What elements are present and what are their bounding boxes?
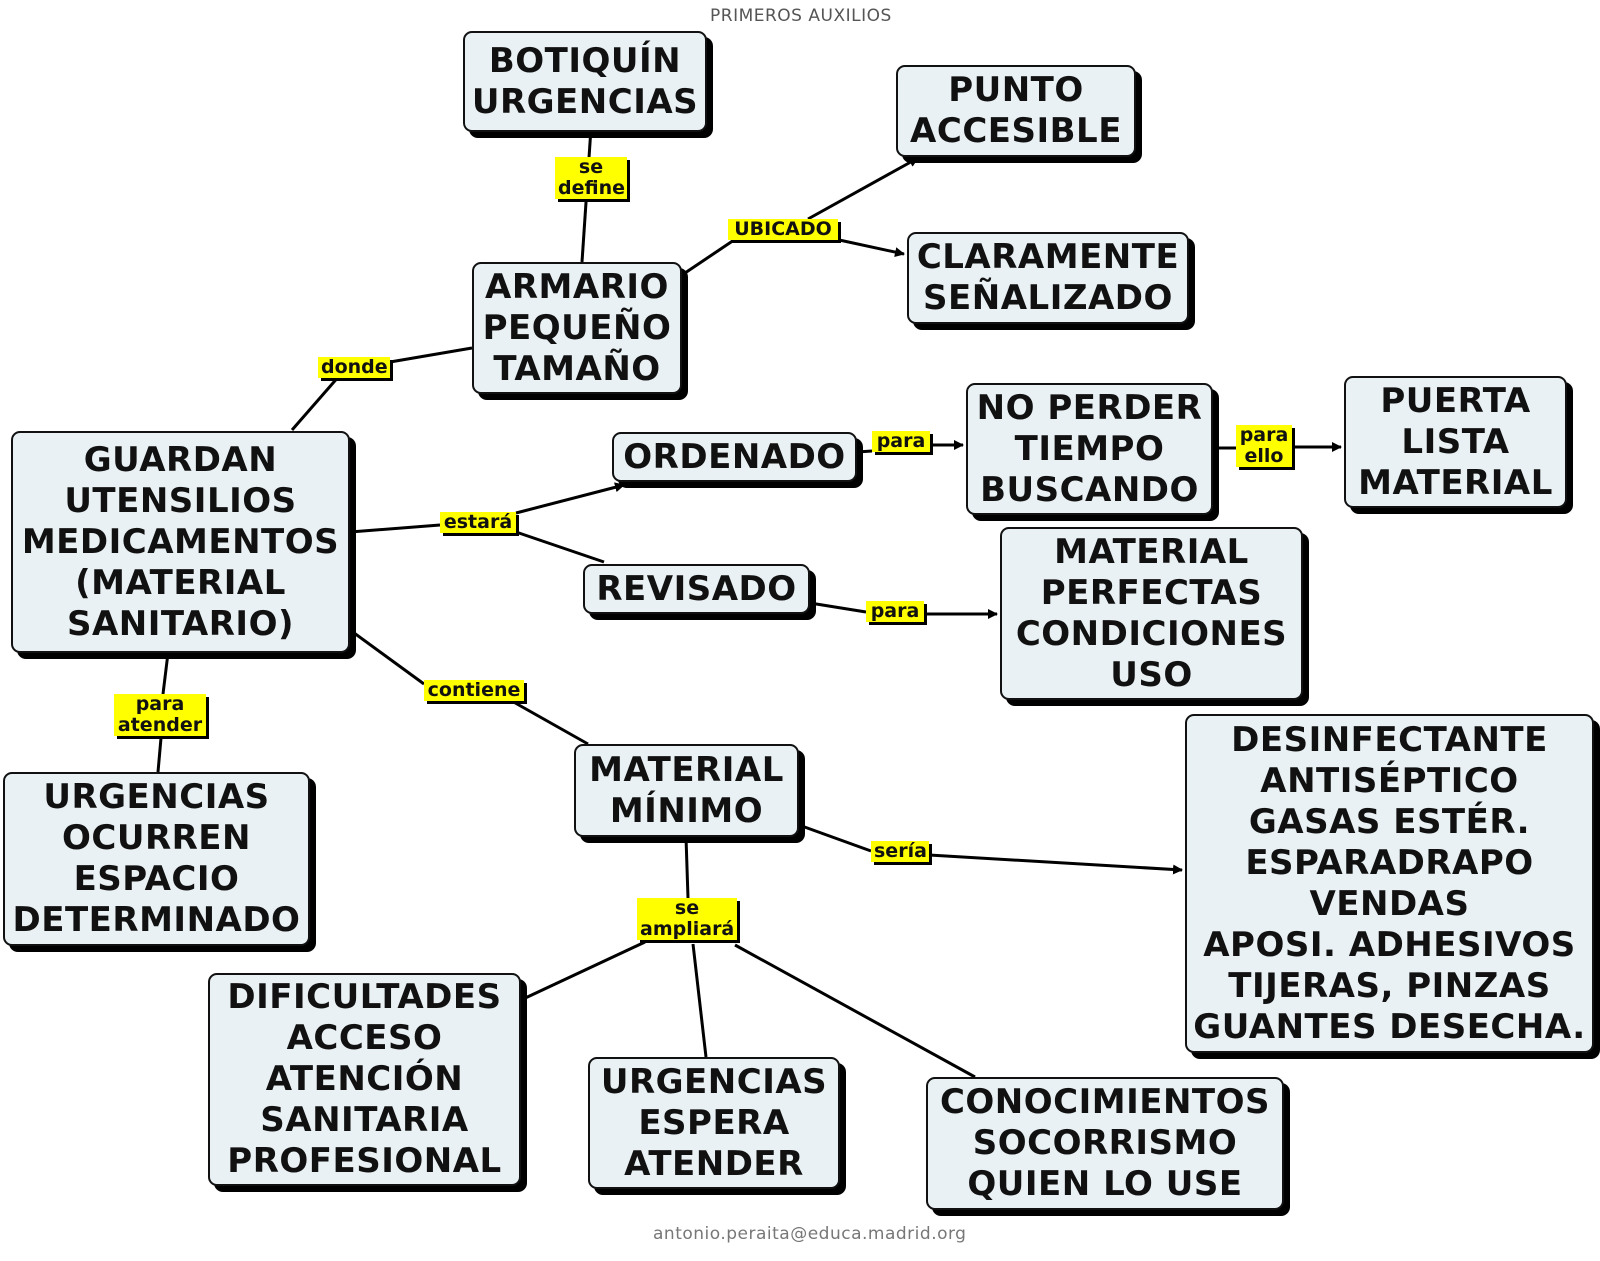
edge-guardan-estara: [349, 523, 441, 534]
link-label-donde: donde: [318, 357, 390, 378]
node-ordenado[interactable]: ORDENADO: [612, 432, 857, 482]
edge-contiene-material: [509, 698, 589, 746]
node-conocimientos-socorrismo[interactable]: CONOCIMIENTOS SOCORRISMO QUIEN LO USE: [926, 1077, 1284, 1210]
edge-estara-revisado: [515, 530, 605, 564]
node-material-minimo[interactable]: MATERIAL MÍNIMO: [574, 744, 799, 837]
link-label-se-define: se define: [555, 157, 627, 199]
node-botiquin-urgencias[interactable]: BOTIQUÍN URGENCIAS: [463, 31, 707, 132]
link-label-estara: estará: [440, 512, 516, 533]
link-label-para-ello: para ello: [1236, 425, 1292, 467]
edge-estara-ordenado: [515, 482, 625, 515]
edge-guardan-contiene: [349, 628, 425, 686]
author-email: antonio.peraita@educa.madrid.org: [653, 1224, 967, 1244]
edge-ubicado-claramente: [829, 236, 905, 257]
node-material-perfectas-condiciones[interactable]: MATERIAL PERFECTAS CONDICIONES USO: [1000, 527, 1303, 700]
node-guardan-utensilios[interactable]: GUARDAN UTENSILIOS MEDICAMENTOS (MATERIA…: [11, 431, 350, 653]
edge-seampliara-conocimientos: [734, 943, 976, 1079]
edge-seria-lista: [928, 853, 1183, 875]
link-label-contiene: contiene: [424, 680, 524, 701]
edge-ubicado-punto: [807, 156, 919, 221]
node-dificultades-acceso[interactable]: DIFICULTADES ACCESO ATENCIÓN SANITARIA P…: [208, 973, 521, 1186]
link-label-ubicado: UBICADO: [728, 219, 838, 240]
edge-donde-armario: [389, 346, 473, 364]
edge-guardan-donde: [290, 374, 342, 431]
edge-seampliara-dificultades: [520, 940, 646, 1002]
link-label-se-ampliara: se ampliará: [637, 898, 737, 940]
map-title: PRIMEROS AUXILIOS: [710, 6, 892, 26]
node-revisado[interactable]: REVISADO: [583, 564, 810, 614]
edge-paraatender-urgencias: [156, 737, 163, 773]
edge-armario-ubicado: [681, 234, 741, 277]
node-urgencias-ocurren[interactable]: URGENCIAS OCURREN ESPACIO DETERMINADO: [3, 772, 310, 946]
edge-ordenado-para: [856, 449, 873, 454]
node-puerta-lista-material[interactable]: PUERTA LISTA MATERIAL: [1344, 376, 1567, 508]
node-armario-pequeno[interactable]: ARMARIO PEQUEÑO TAMAÑO: [472, 262, 682, 394]
link-label-para-ordenado: para: [872, 431, 930, 452]
link-label-seria: sería: [871, 841, 929, 862]
link-label-para-revisado: para: [866, 601, 924, 622]
node-lista-material-minimo[interactable]: DESINFECTANTE ANTISÉPTICO GASAS ESTÉR. E…: [1185, 714, 1594, 1053]
node-no-perder-tiempo[interactable]: NO PERDER TIEMPO BUSCANDO: [966, 383, 1213, 515]
edge-revisado-para: [809, 601, 867, 614]
edge-material-seria: [798, 823, 872, 853]
link-label-para-atender: para atender: [114, 694, 206, 736]
node-claramente-senalizado[interactable]: CLARAMENTE SEÑALIZADO: [907, 232, 1189, 324]
edge-seampliara-urgencias: [691, 943, 708, 1058]
node-punto-accesible[interactable]: PUNTO ACCESIBLE: [896, 65, 1136, 157]
edge-guardan-paraatender: [161, 652, 170, 695]
node-urgencias-espera[interactable]: URGENCIAS ESPERA ATENDER: [588, 1057, 840, 1189]
edge-material-seampliara: [684, 836, 690, 899]
